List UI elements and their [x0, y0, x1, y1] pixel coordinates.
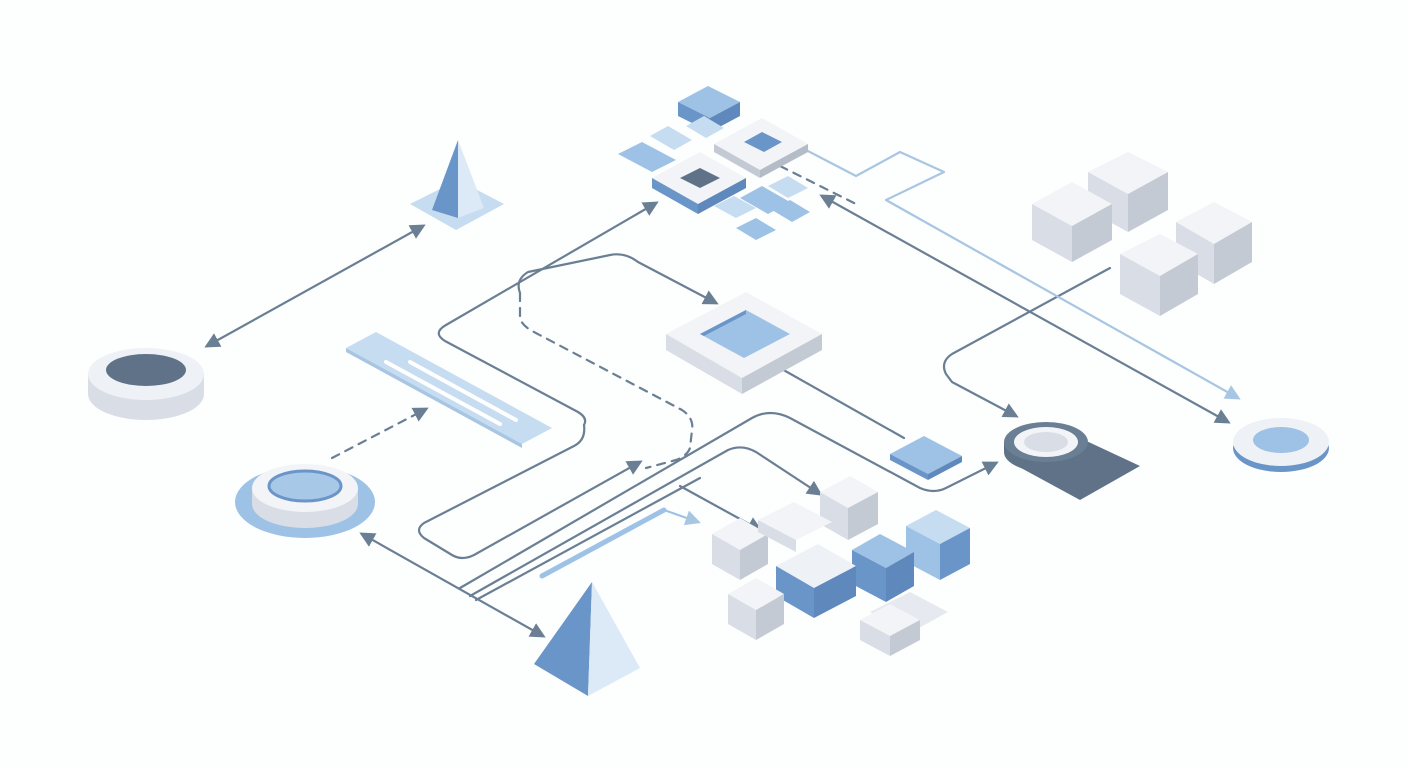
- connector-ring-to-pyramid: [204, 224, 426, 348]
- connector-dashed-grid-link: [778, 164, 858, 206]
- connector-grid-to-disc-light: [804, 148, 1241, 400]
- large-pyramid-node: [534, 582, 640, 696]
- connector-cube-feed-light: [539, 507, 667, 579]
- connector-cube-feed-middle: [474, 476, 702, 602]
- connector-cube-feed-upper: [468, 446, 823, 598]
- small-blue-tile-node: [890, 436, 962, 480]
- connector-grid-to-light-disc: [819, 194, 1231, 424]
- connector-blue-ring-to-panel: [330, 407, 429, 460]
- connector-tile-route-to-dark-ring: [458, 411, 999, 590]
- connector-dashed-loop: [518, 291, 694, 470]
- connector-central-frame-to-tile: [778, 366, 906, 440]
- grid-cluster-node: [618, 86, 810, 240]
- blue-ring-node: [235, 464, 375, 538]
- left-ring-node: [88, 348, 204, 420]
- connector-cube-feed-light-arrow: [662, 508, 701, 526]
- central-frame-node: [666, 292, 822, 394]
- dark-ring-with-shadow-node: [1004, 422, 1140, 500]
- connector-rounded-loop-lower: [417, 423, 643, 560]
- connectors: [204, 148, 1241, 638]
- connector-rounded-loop-to-grid: [437, 201, 659, 427]
- light-blue-disc-node: [1233, 418, 1329, 472]
- small-pyramid-node: [410, 140, 504, 230]
- connector-hook-to-central-frame: [517, 253, 719, 305]
- grey-cube-stack-node: [1032, 152, 1252, 316]
- connector-blue-ring-to-large-pyramid: [359, 532, 546, 638]
- document-panel-node: [346, 332, 552, 448]
- mixed-cube-cluster-node: [712, 476, 970, 656]
- connector-stack-to-dark-ring: [942, 266, 1112, 418]
